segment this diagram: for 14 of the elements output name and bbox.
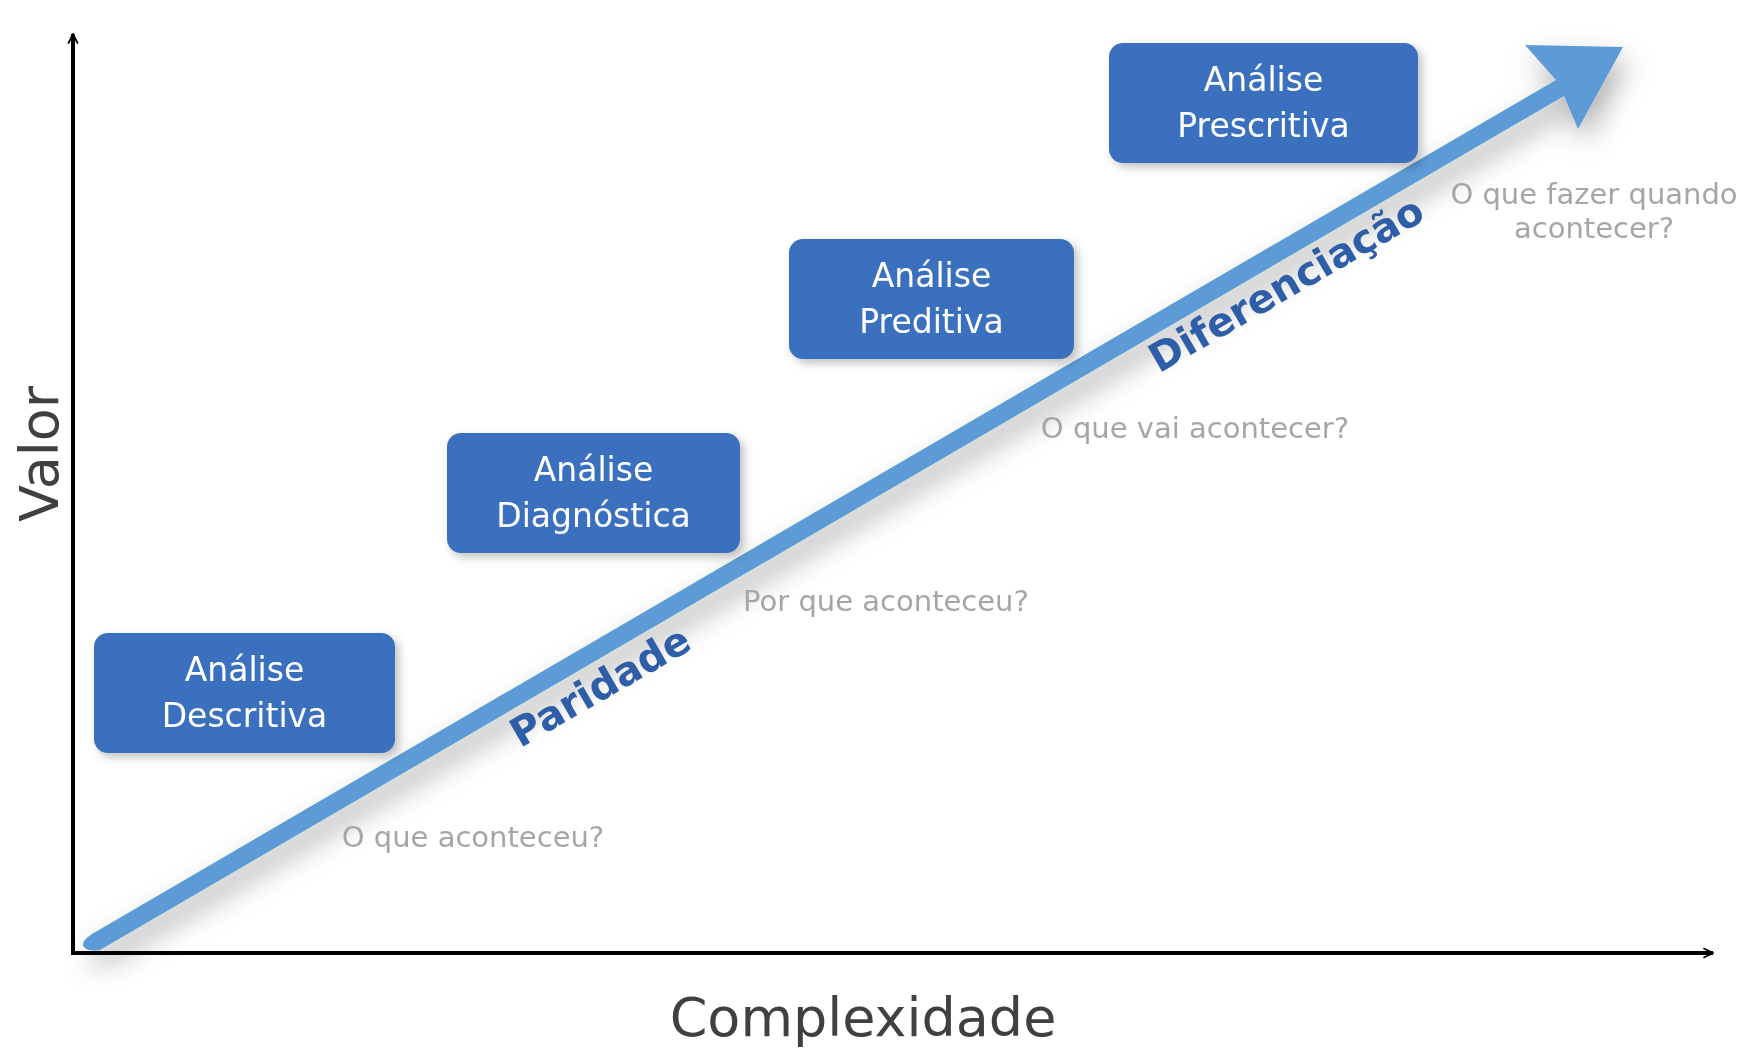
stage-box [789,239,1074,359]
question-text: O que fazer quando acontecer? [1449,177,1739,245]
stage-title: Análise Descritiva [160,648,329,737]
question-text: O que vai acontecer? [1040,411,1350,445]
axis-title: Complexidade [669,985,1057,1049]
question-text: Por que aconteceu? [743,584,1029,618]
axis-title: Valor [7,385,71,523]
stage-box [94,633,395,753]
stage-title: Análise Prescritiva [1176,58,1351,147]
stage-title: Análise Diagnóstica [495,448,692,537]
stage-box [1109,43,1418,163]
question-text: O que aconteceu? [341,820,605,854]
stage-title: Análise Preditiva [858,254,1005,343]
stage-box [447,433,740,553]
